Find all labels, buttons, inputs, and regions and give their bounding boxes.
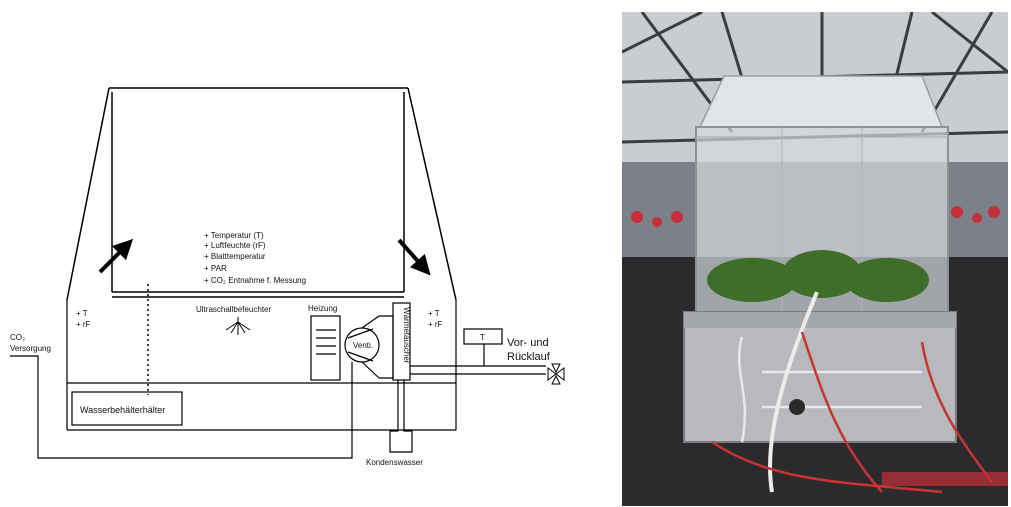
thermometer-label: T <box>480 333 485 342</box>
co2-supply-line <box>10 356 352 458</box>
airflow-arrow-up <box>100 246 126 272</box>
sensor-temperature: + Temperatur (T) <box>204 231 264 240</box>
chamber-base-box <box>684 312 956 442</box>
condensate-label: Kondenswasser <box>366 458 423 467</box>
fan-label: Venti. <box>353 341 373 350</box>
chamber-hood <box>67 88 456 300</box>
humidifier-spray-icon <box>226 317 250 335</box>
sensor-par: + PAR <box>204 264 227 273</box>
flow-return-label-line1: Vor- und <box>507 337 549 349</box>
greenhouse-chamber-photo <box>622 12 1008 506</box>
heating-element <box>311 316 340 380</box>
humidifier-label: Ultraschallbefeuchter <box>196 305 271 314</box>
heating-label: Heizung <box>308 304 337 313</box>
sensor-humidity: + Luftfeuchte (rF) <box>204 241 266 250</box>
sensor-list: + Temperatur (T) + Luftfeuchte (rF) + Bl… <box>204 231 306 285</box>
pump-fitting <box>789 399 805 415</box>
co2-supply-label-line1: CO₂ <box>10 333 25 342</box>
co2-supply-label-line2: Versorgung <box>10 344 51 353</box>
condensate-drain <box>390 380 412 452</box>
red-cable-bundle <box>882 472 1008 486</box>
water-tank-label: Wasserbehälterhälter <box>80 405 165 415</box>
right-sensor-rf: + rF <box>428 320 443 329</box>
left-sensor-t: + T <box>76 309 88 318</box>
heat-exchanger-label: Wärmetauscher <box>402 307 411 364</box>
airflow-arrow-down <box>399 240 424 268</box>
sensor-co2-sampling: + CO₂ Entnahme f. Messung <box>204 276 306 285</box>
flow-return-label-line2: Rücklauf <box>507 351 551 363</box>
sensor-leaf-temperature: + Blatttemperatur <box>204 252 266 261</box>
right-sensor-t: + T <box>428 309 440 318</box>
left-sensor-rf: + rF <box>76 320 91 329</box>
mixing-valve-icon <box>548 364 564 384</box>
chamber-schematic-diagram: + Temperatur (T) + Luftfeuchte (rF) + Bl… <box>0 0 600 507</box>
